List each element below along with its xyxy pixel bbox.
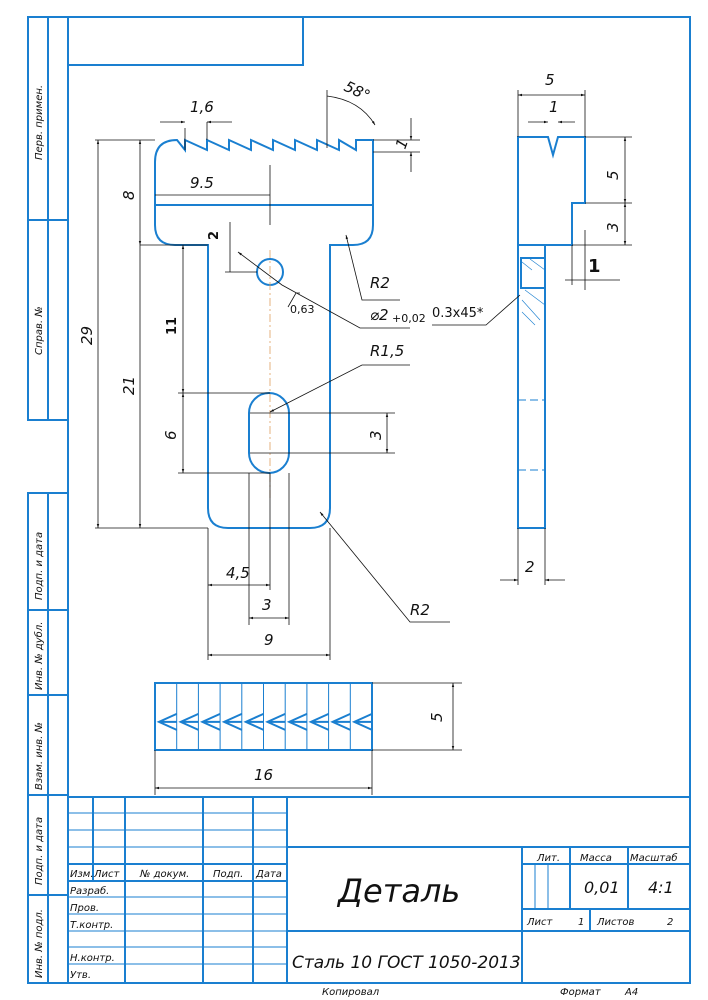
front-dimensions: 29 8 21 1,6 58° 1 9.5 2 11 0,63 R2 ⌀2 +0… — [78, 77, 450, 660]
role-utv: Утв. — [70, 970, 91, 981]
dim-slot-width: 3 — [262, 596, 272, 614]
dim-chamfer: 0.3x45* — [432, 306, 484, 321]
roughness-label: 0,63 — [290, 303, 315, 316]
label-podp-data-2: Подп. и дата — [34, 817, 45, 885]
side-view — [517, 136, 586, 529]
dim-side-step: 3 — [604, 222, 622, 232]
tooth-mark — [199, 712, 221, 731]
title-block — [68, 796, 690, 983]
dim-r-bottom: R2 — [410, 601, 430, 619]
dim-head-mid: 9.5 — [190, 174, 214, 192]
label-perv-primen: Перв. примен. — [34, 85, 45, 160]
header-podp: Подп. — [213, 869, 243, 880]
dim-total-height: 29 — [78, 326, 96, 345]
dim-slot-len: 6 — [162, 430, 180, 440]
dim-side-top: 5 — [604, 170, 622, 180]
tooth-mark — [286, 712, 308, 731]
dim-side-notch: 1 — [549, 98, 559, 116]
scale-label: Масштаб — [630, 852, 678, 864]
sheet-frame — [27, 16, 691, 984]
dim-bottom-height: 5 — [428, 712, 446, 722]
tooth-mark — [265, 712, 286, 731]
side-dimensions: 5 1 5 3 1 0.3x45* 2 — [432, 71, 632, 585]
label-inv-podl: Инв. № подл. — [34, 909, 45, 978]
dim-r-head: R2 — [370, 274, 390, 292]
tooth-mark — [351, 712, 373, 731]
dim-stem-height: 21 — [120, 376, 138, 395]
dim-hole-dia: ⌀2 — [370, 306, 389, 324]
dim-side-step-w: 1 — [588, 256, 601, 277]
lit-label: Лит. — [536, 853, 560, 864]
dim-slot-center: 3 — [367, 430, 385, 440]
dim-bottom-len: 16 — [254, 766, 273, 784]
sheets-value: 2 — [667, 917, 673, 928]
role-nkontr: Н.контр. — [70, 953, 115, 964]
title-block-text: Изм. Лист № докум. Подп. Дата Разраб. Пр… — [70, 852, 678, 998]
bottom-view — [154, 682, 373, 751]
material: Сталь 10 ГОСТ 1050-2013 — [292, 953, 521, 973]
format-label: Формат — [560, 987, 602, 998]
tooth-mark — [156, 712, 178, 731]
tooth-mark — [243, 712, 264, 731]
tooth-mark — [308, 712, 330, 731]
sheet-label: Лист — [526, 917, 554, 928]
role-razrab: Разраб. — [70, 885, 109, 897]
header-izm: Изм. — [70, 869, 94, 880]
part-name: Деталь — [336, 872, 460, 910]
format-value: А4 — [624, 987, 638, 998]
copied-label: Копировал — [322, 987, 380, 998]
mass-value: 0,01 — [584, 878, 620, 897]
header-data: Дата — [255, 869, 282, 880]
mass-label: Масса — [580, 853, 612, 864]
dim-stem-width: 9 — [264, 631, 274, 649]
tooth-mark — [330, 712, 351, 731]
tooth-mark — [221, 712, 243, 731]
header-list: Лист — [93, 869, 121, 880]
dim-head-height: 8 — [120, 190, 138, 200]
dim-hole-dist: 11 — [165, 317, 180, 335]
label-inv-dubl: Инв. № дубл. — [33, 622, 45, 690]
dim-slot-offset: 4,5 — [226, 564, 250, 582]
dim-tooth-height: 1 — [392, 136, 412, 151]
dim-pitch: 1,6 — [190, 98, 214, 116]
header-doc-no: № докум. — [139, 869, 189, 880]
label-podp-data: Подп. и дата — [34, 532, 45, 600]
left-strip-labels: Перв. примен. Справ. № Подп. и дата Инв.… — [33, 85, 45, 978]
role-prov: Пров. — [70, 903, 99, 914]
tooth-mark — [178, 712, 199, 731]
bottom-dimensions: 5 16 — [154, 682, 462, 795]
sheet-value: 1 — [578, 917, 584, 928]
dim-hole-tol: +0,02 — [392, 312, 426, 325]
role-tkontr: Т.контр. — [70, 920, 113, 931]
front-view — [154, 138, 374, 529]
dim-side-width: 5 — [545, 71, 555, 89]
dim-side-thick: 2 — [525, 558, 535, 576]
label-vzam-inv: Взам. инв. № — [34, 722, 45, 790]
sheets-label: Листов — [596, 917, 634, 928]
dim-r-slot: R1,5 — [370, 342, 404, 360]
dim-hole-offset: 2 — [207, 231, 222, 240]
label-sprav-no: Справ. № — [34, 306, 45, 355]
scale-value: 4:1 — [648, 878, 674, 897]
